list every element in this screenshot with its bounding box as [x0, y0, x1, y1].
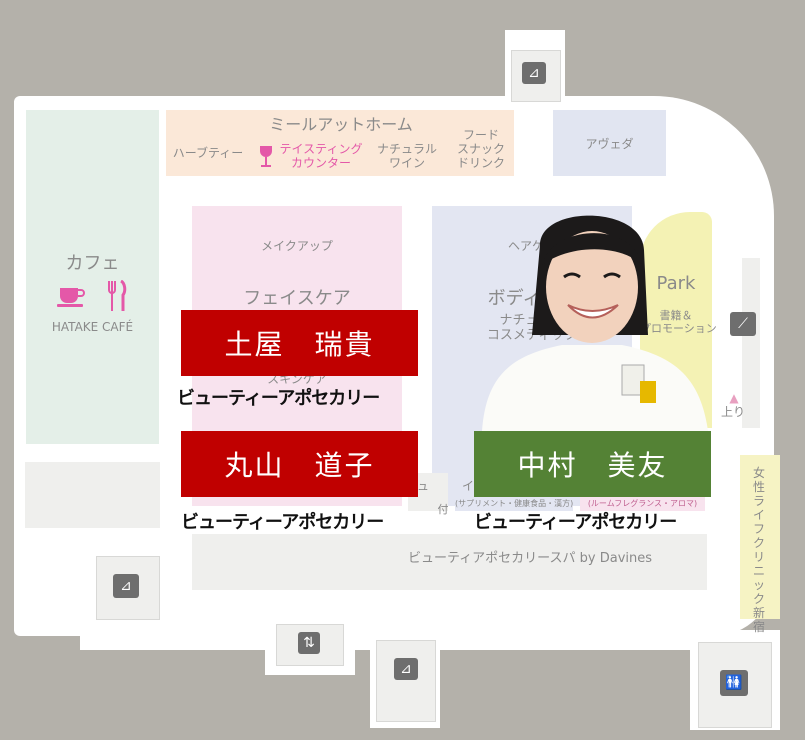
- cafe-title: カフェ: [65, 253, 120, 274]
- middle-partial-label-2: 付: [437, 503, 449, 516]
- supplement-partial-label: イ: [461, 479, 474, 493]
- food-snack-drink-label: フード スナック ドリンク: [456, 128, 505, 170]
- restroom-icon: 🚻: [720, 670, 748, 696]
- face-care-label: フェイスケア: [243, 288, 351, 309]
- tasting-counter-label: テイスティング カウンター: [279, 142, 363, 170]
- staff-name-tag-tsuchiya: 土屋 瑞貴: [181, 310, 418, 376]
- staff-name-tag-maruyama: 丸山 道子: [181, 431, 418, 497]
- staff-role-tsuchiya: ビューティーアポセカリー: [177, 388, 380, 409]
- stairs-box-bottom: [376, 640, 436, 722]
- womens-clinic-label: 女性ライフクリニック新宿: [752, 466, 765, 634]
- stairs-icon: ⊿: [522, 62, 546, 84]
- elevator-icon: ⇅: [298, 632, 320, 654]
- ayurveda-label: アヴェダ: [585, 136, 634, 151]
- ayurveda-zone: アヴェダ: [553, 110, 666, 176]
- stairs-icon: ⊿: [394, 658, 418, 680]
- supplement-caption: (サプリメント・健康食品・漢方): [455, 499, 574, 508]
- storage-zone: [25, 462, 160, 528]
- park-title: Park: [656, 273, 696, 294]
- cafe-zone: [26, 110, 159, 444]
- staff-role-nakamura: ビューティーアポセカリー: [474, 512, 677, 533]
- up-arrow-icon: ▲: [729, 391, 739, 405]
- cafe-subtitle: HATAKE CAFÉ: [51, 320, 134, 334]
- spa-label: ビューティアポセカリースパ by Davines: [407, 551, 653, 566]
- meal-at-home-title: ミールアットホーム: [269, 115, 413, 134]
- herbal-tea-label: ハーブティー: [172, 146, 244, 160]
- womens-clinic-zone: [740, 455, 780, 619]
- escalator-icon: ⟋: [730, 312, 756, 336]
- middle-partial-label: ュ: [416, 479, 429, 493]
- coffee-cup-icon: [56, 283, 88, 309]
- makeup-label: メイクアップ: [261, 239, 333, 253]
- staff-name-tag-nakamura: 中村 美友: [474, 431, 711, 497]
- staff-photo: [472, 205, 712, 431]
- staff-role-maruyama: ビューティーアポセカリー: [181, 512, 384, 533]
- natural-wine-label: ナチュラル ワイン: [376, 142, 437, 170]
- escalator-track: [742, 258, 760, 428]
- up-label: 上り: [720, 405, 745, 419]
- fragrance-caption: (ルームフレグランス・アロマ): [587, 499, 698, 508]
- stairs-icon: ⊿: [113, 574, 139, 598]
- spa-zone: [192, 534, 707, 590]
- cutlery-icon: [107, 279, 129, 312]
- meal-at-home-zone: [166, 110, 514, 176]
- wine-glass-icon: [258, 145, 274, 169]
- park-subtitle: 書籍＆ プロモーション: [640, 309, 717, 335]
